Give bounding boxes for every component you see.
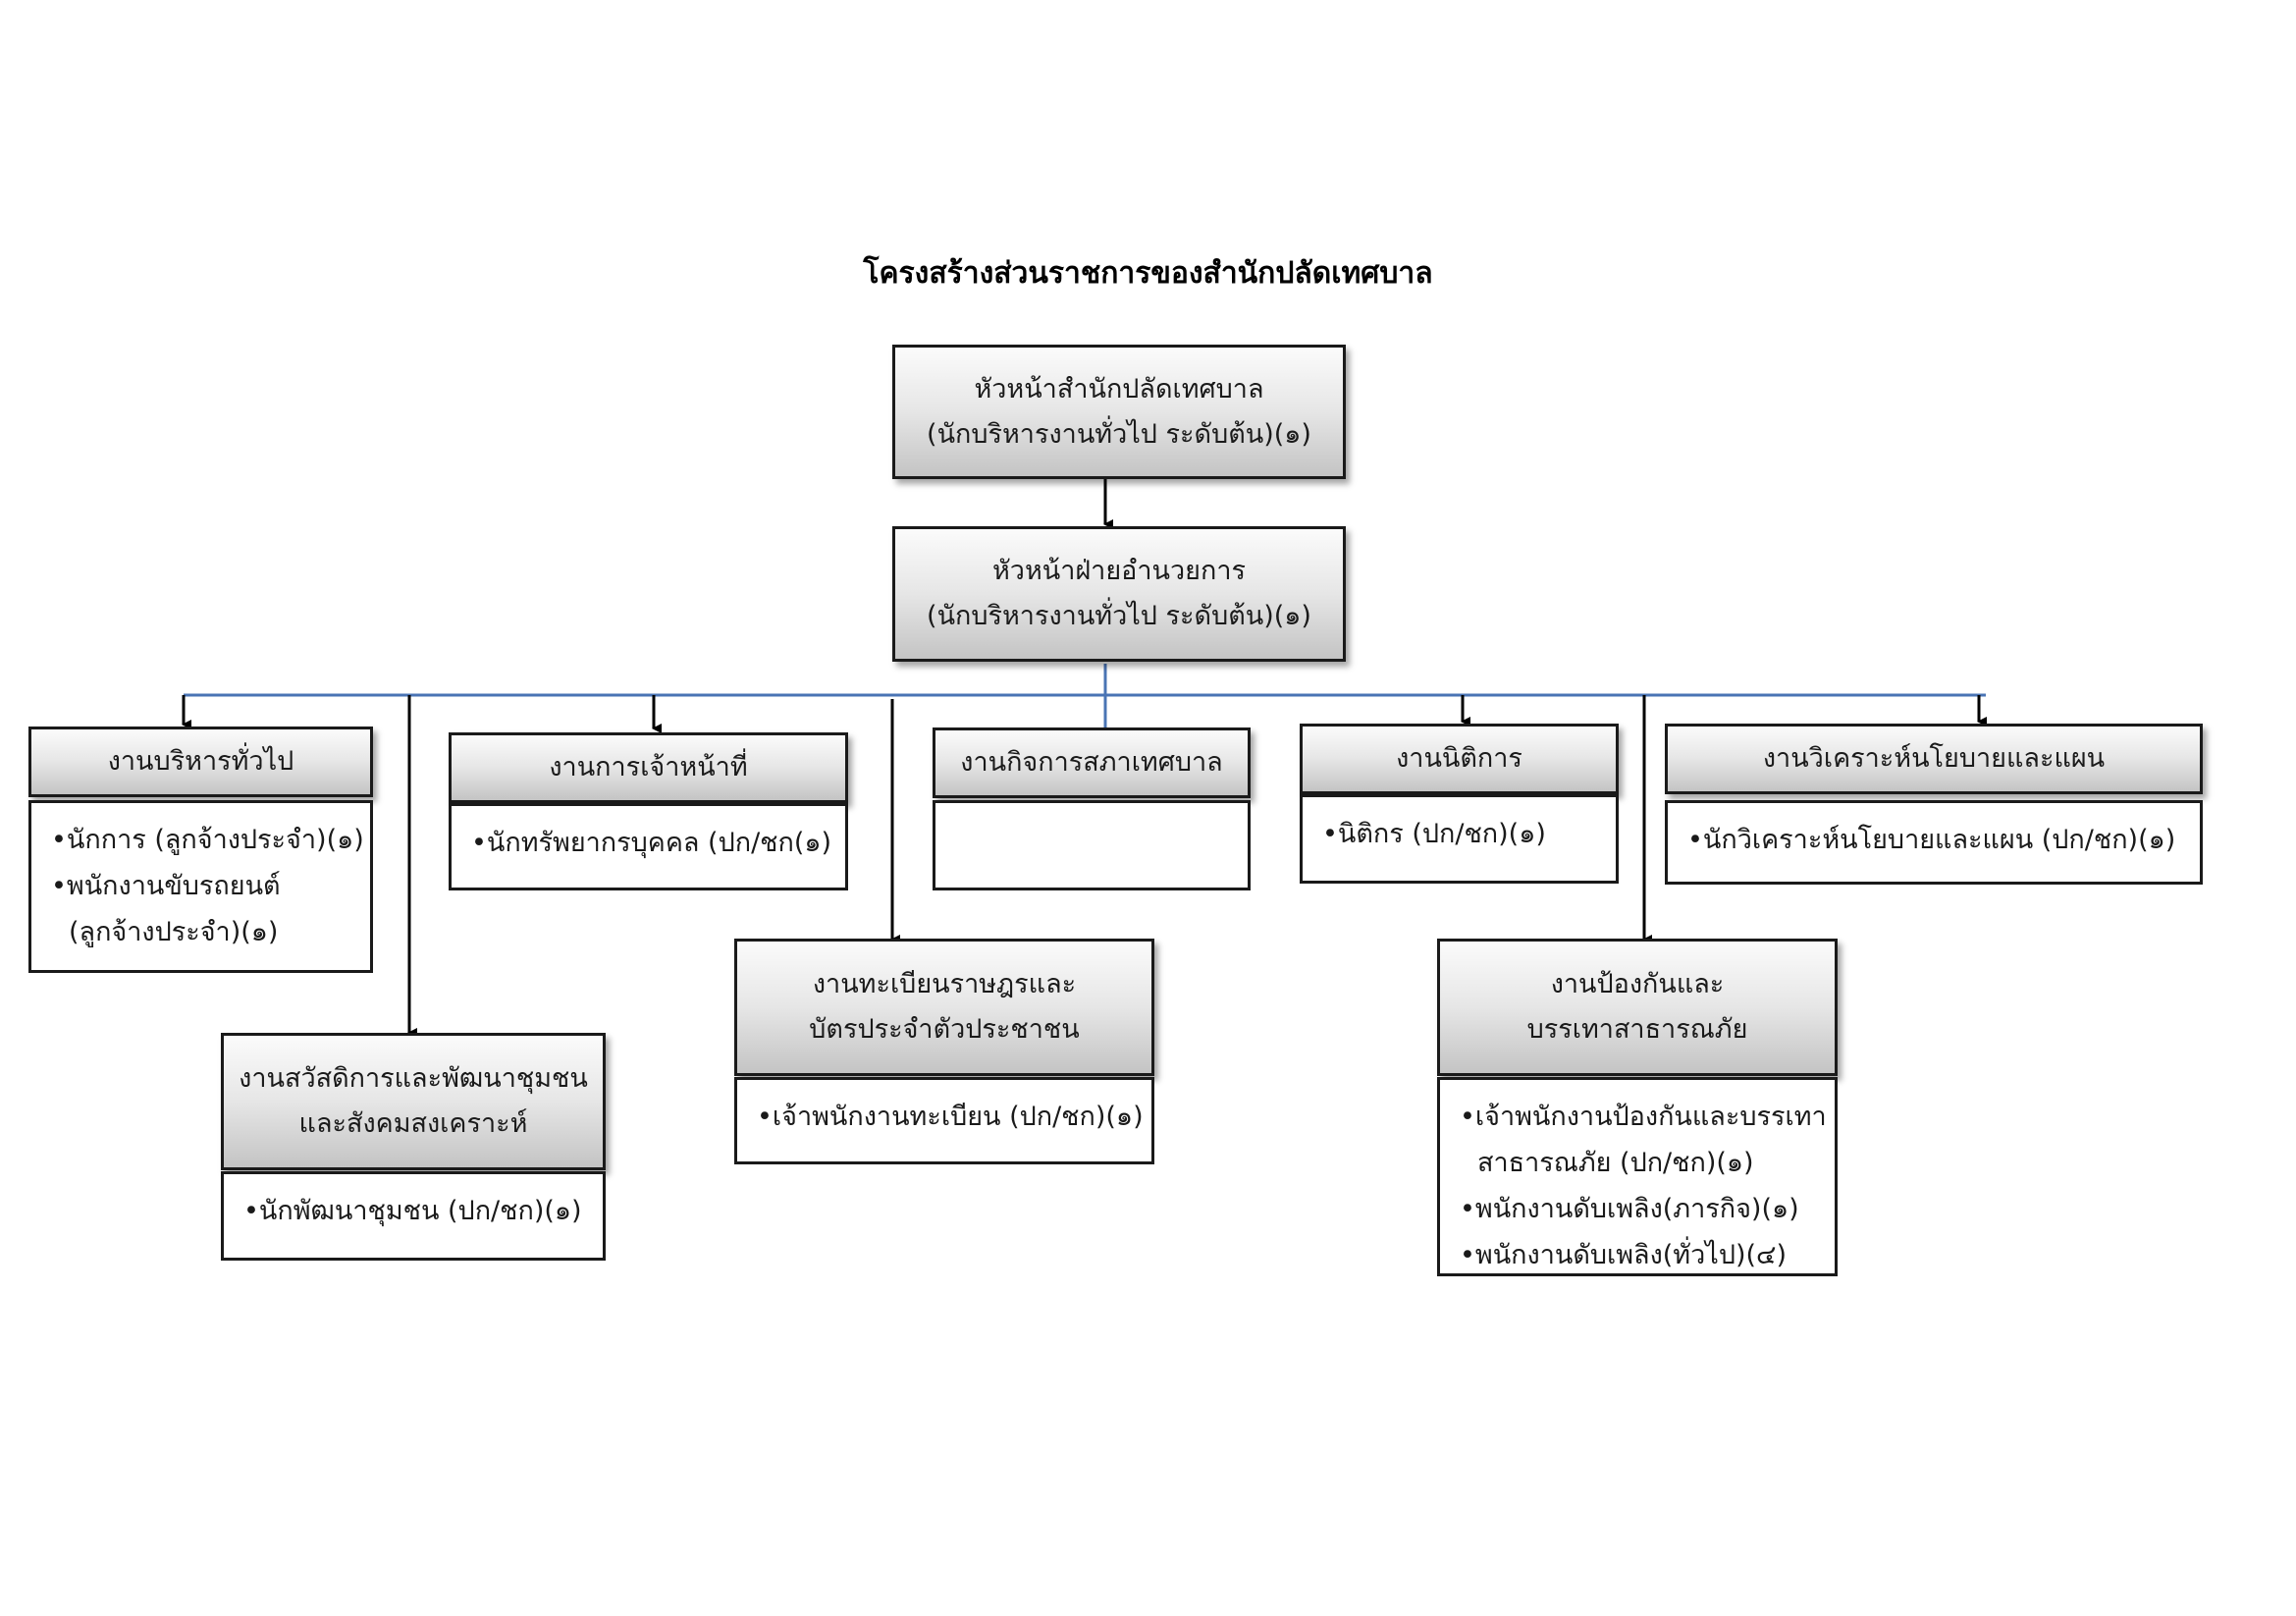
- unit-council-affairs-title: งานกิจการสภาเทศบาล: [960, 747, 1223, 778]
- unit-council-affairs-staff: [933, 800, 1251, 890]
- staff-item: •นิติกร (ปก/ชก)(๑): [1322, 819, 1546, 849]
- unit-disaster-prevention-title-line1: งานป้องกันและ: [1550, 969, 1725, 999]
- staff-item: •นักทรัพยากรบุคคล (ปก/ชก(๑): [471, 828, 832, 858]
- unit-personnel-header: งานการเจ้าหน้าที่: [449, 732, 848, 803]
- unit-welfare-title-line1: งานสวัสดิการและพัฒนาชุมชน: [239, 1063, 588, 1094]
- unit-welfare-staff: •นักพัฒนาชุมชน (ปก/ชก)(๑): [221, 1171, 606, 1261]
- top-head-name: หัวหน้าสำนักปลัดเทศบาล: [974, 373, 1264, 404]
- unit-personnel-staff: •นักทรัพยากรบุคคล (ปก/ชก(๑): [449, 803, 848, 890]
- staff-item: •พนักงานดับเพลิง(ทั่วไป)(๔): [1460, 1240, 1788, 1270]
- unit-legal-header: งานนิติการ: [1300, 724, 1619, 794]
- unit-civil-registration-staff: •เจ้าพนักงานทะเบียน (ปก/ชก)(๑): [734, 1077, 1154, 1164]
- unit-legal-staff: •นิติกร (ปก/ชก)(๑): [1300, 794, 1619, 884]
- staff-item: สาธารณภัย (ปก/ชก)(๑): [1477, 1148, 1754, 1178]
- top-head-box: หัวหน้าสำนักปลัดเทศบาล (นักบริหารงานทั่ว…: [892, 345, 1346, 479]
- staff-item: •นักพัฒนาชุมชน (ปก/ชก)(๑): [243, 1196, 582, 1226]
- division-head-name: หัวหน้าฝ่ายอำนวยการ: [991, 556, 1246, 586]
- unit-civil-registration-header: งานทะเบียนราษฎรและ บัตรประจำตัวประชาชน: [734, 939, 1154, 1076]
- unit-civil-registration-title-line1: งานทะเบียนราษฎรและ: [812, 969, 1077, 999]
- chart-title: โครงสร้างส่วนราชการของสำนักปลัดเทศบาล: [863, 256, 1433, 291]
- unit-welfare-title-line2: และสังคมสงเคราะห์: [298, 1108, 528, 1139]
- unit-disaster-prevention-header: งานป้องกันและ บรรเทาสาธารณภัย: [1437, 939, 1838, 1076]
- division-head-position: (นักบริหารงานทั่วไป ระดับต้น)(๑): [927, 601, 1311, 631]
- unit-disaster-prevention-staff: •เจ้าพนักงานป้องกันและบรรเทา สาธารณภัย (…: [1437, 1077, 1838, 1276]
- staff-item: •นักการ (ลูกจ้างประจำ)(๑): [51, 825, 364, 855]
- staff-item: •พนักงานดับเพลิง(ภารกิจ)(๑): [1460, 1194, 1799, 1224]
- unit-civil-registration-title-line2: บัตรประจำตัวประชาชน: [809, 1014, 1080, 1045]
- unit-general-admin-header: งานบริหารทั่วไป: [28, 727, 373, 797]
- staff-item: (ลูกจ้างประจำ)(๑): [69, 917, 279, 947]
- staff-item: •พนักงานขับรถยนต์: [51, 871, 281, 901]
- unit-personnel-title: งานการเจ้าหน้าที่: [549, 752, 748, 782]
- unit-council-affairs-header: งานกิจการสภาเทศบาล: [933, 727, 1251, 798]
- division-head-box: หัวหน้าฝ่ายอำนวยการ (นักบริหารงานทั่วไป …: [892, 526, 1346, 662]
- staff-item: •นักวิเคราะห์นโยบายและแผน (ปก/ชก)(๑): [1687, 825, 2176, 855]
- staff-item: •เจ้าพนักงานทะเบียน (ปก/ชก)(๑): [757, 1102, 1144, 1132]
- unit-welfare-header: งานสวัสดิการและพัฒนาชุมชน และสังคมสงเครา…: [221, 1033, 606, 1170]
- unit-general-admin-title: งานบริหารทั่วไป: [107, 746, 294, 777]
- unit-general-admin-staff: •นักการ (ลูกจ้างประจำ)(๑) •พนักงานขับรถย…: [28, 800, 373, 973]
- top-head-position: (นักบริหารงานทั่วไป ระดับต้น)(๑): [927, 418, 1311, 450]
- unit-policy-planning-title: งานวิเคราะห์นโยบายและแผน: [1762, 743, 2106, 774]
- unit-disaster-prevention-title-line2: บรรเทาสาธารณภัย: [1526, 1014, 1748, 1045]
- unit-policy-planning-staff: •นักวิเคราะห์นโยบายและแผน (ปก/ชก)(๑): [1665, 800, 2203, 885]
- unit-legal-title: งานนิติการ: [1396, 743, 1522, 774]
- staff-item: •เจ้าพนักงานป้องกันและบรรเทา: [1460, 1102, 1827, 1132]
- unit-policy-planning-header: งานวิเคราะห์นโยบายและแผน: [1665, 724, 2203, 794]
